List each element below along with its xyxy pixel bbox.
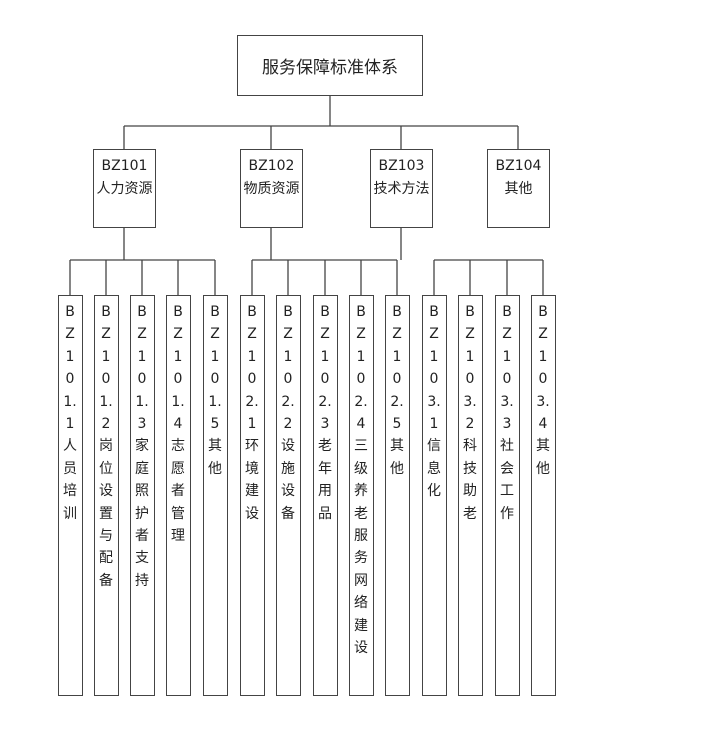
leaf-code: BZ102.5 (390, 304, 404, 433)
leaf-name: 人员培训 (63, 438, 77, 522)
leaf-code: BZ102.1 (245, 304, 259, 433)
category-code: BZ101 (101, 158, 148, 174)
category-node-bz101: BZ101 人力资源 (93, 149, 156, 228)
leaf-node: BZ102.5 其他 (384, 295, 410, 696)
leaf-name: 志愿者管理 (171, 438, 185, 545)
leaf-node: BZ101.5 其他 (202, 295, 228, 696)
leaf-node: BZ103.1 信息化 (421, 295, 447, 696)
category-name: 其他 (504, 181, 533, 197)
leaf-node: BZ103.4 其他 (530, 295, 556, 696)
leaf-code: BZ101.5 (208, 304, 222, 433)
leaf-node: BZ102.2 设施设备 (275, 295, 301, 696)
leaf-name: 老年用品 (318, 438, 332, 522)
leaf-node: BZ101.2 岗位设置与配备 (93, 295, 119, 696)
leaf-code: BZ101.2 (99, 304, 113, 433)
leaf-name: 信息化 (427, 438, 441, 500)
category-node-bz102: BZ102 物质资源 (240, 149, 303, 228)
leaf-name: 三级养老服务网络建设 (354, 438, 368, 657)
leaf-code: BZ103.4 (536, 304, 550, 433)
leaf-code: BZ102.4 (354, 304, 368, 433)
leaf-name: 环境建设 (245, 438, 259, 522)
leaf-name: 社会工作 (500, 438, 514, 522)
leaf-code: BZ101.4 (171, 304, 185, 433)
leaf-name: 其他 (536, 438, 550, 477)
leaf-node: BZ103.2 科技助老 (457, 295, 483, 696)
leaf-node: BZ102.4 三级养老服务网络建设 (348, 295, 374, 696)
leaf-code: BZ103.1 (427, 304, 441, 433)
leaf-code: BZ103.2 (463, 304, 477, 433)
leaf-node: BZ101.4 志愿者管理 (165, 295, 191, 696)
leaf-code: BZ102.2 (281, 304, 295, 433)
category-name: 物质资源 (243, 181, 300, 197)
leaf-code: BZ102.3 (318, 304, 332, 433)
root-node: 服务保障标准体系 (237, 35, 423, 96)
leaf-code: BZ101.3 (135, 304, 149, 433)
leaf-node: BZ102.3 老年用品 (312, 295, 338, 696)
category-node-bz104: BZ104 其他 (487, 149, 550, 228)
leaf-node: BZ101.1 人员培训 (57, 295, 83, 696)
category-code: BZ104 (495, 158, 542, 174)
leaf-name: 科技助老 (463, 438, 477, 522)
root-label: 服务保障标准体系 (262, 58, 398, 78)
leaf-node: BZ102.1 环境建设 (239, 295, 265, 696)
category-name: 人力资源 (96, 181, 153, 197)
category-name: 技术方法 (373, 181, 430, 197)
leaf-code: BZ103.3 (500, 304, 514, 433)
leaf-code: BZ101.1 (63, 304, 77, 433)
leaf-node: BZ103.3 社会工作 (494, 295, 520, 696)
leaf-name: 岗位设置与配备 (99, 438, 113, 589)
category-code: BZ102 (248, 158, 295, 174)
leaf-node: BZ101.3 家庭照护者支持 (129, 295, 155, 696)
category-code: BZ103 (378, 158, 425, 174)
leaf-name: 其他 (208, 438, 222, 477)
category-node-bz103: BZ103 技术方法 (370, 149, 433, 228)
leaf-name: 家庭照护者支持 (135, 438, 149, 589)
leaf-name: 设施设备 (281, 438, 295, 522)
leaf-name: 其他 (390, 438, 404, 477)
